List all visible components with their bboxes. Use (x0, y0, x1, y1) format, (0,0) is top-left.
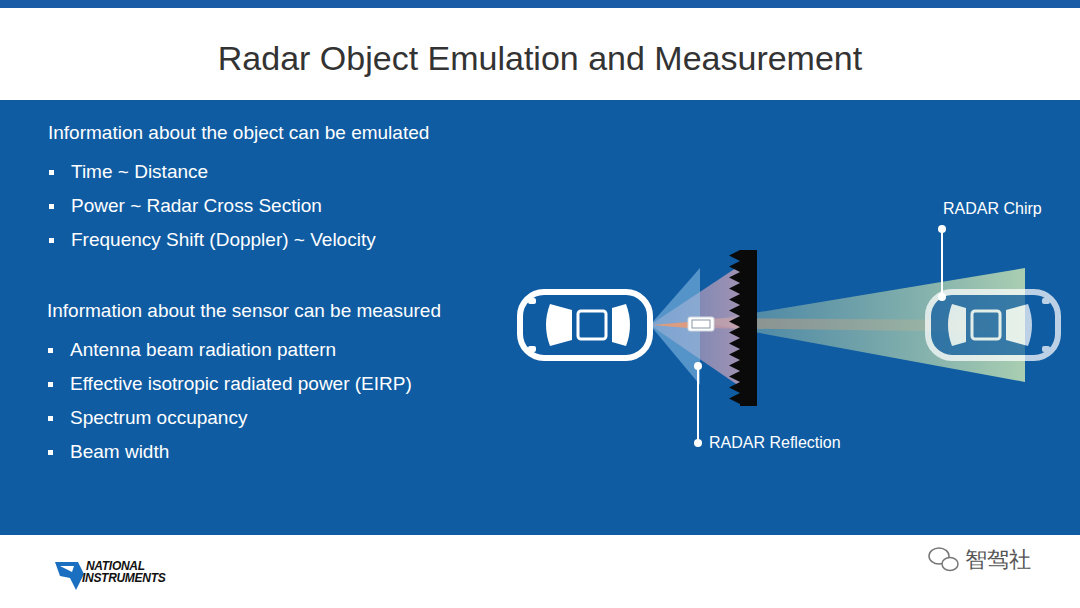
bullet-text: Time ~ Distance (71, 161, 208, 184)
section-heading: Information about the object can be emul… (48, 122, 429, 145)
bullet-square (48, 348, 53, 353)
bullet-text: Power ~ Radar Cross Section (71, 195, 322, 218)
section-heading: Information about the sensor can be meas… (47, 300, 441, 323)
logo-text: INSTRUMENTS (82, 571, 165, 585)
bullet-square (48, 382, 53, 387)
callout-label: RADAR Chirp (943, 199, 1042, 218)
bullet-square (49, 170, 54, 175)
bullet-square (49, 204, 54, 209)
callout-label: RADAR Reflection (709, 433, 841, 452)
watermark: 智驾社 (965, 547, 1031, 573)
bullet-square (49, 238, 54, 243)
top-bar (0, 0, 1080, 8)
bullet-text: Effective isotropic radiated power (EIRP… (70, 373, 412, 396)
bullet-square (48, 450, 53, 455)
bullet-text: Frequency Shift (Doppler) ~ Velocity (71, 229, 376, 252)
bullet-square (48, 416, 53, 421)
slide-title: Radar Object Emulation and Measurement (218, 38, 862, 79)
bullet-text: Beam width (70, 441, 169, 464)
bullet-text: Spectrum occupancy (70, 407, 247, 430)
bullet-text: Antenna beam radiation pattern (70, 339, 336, 362)
